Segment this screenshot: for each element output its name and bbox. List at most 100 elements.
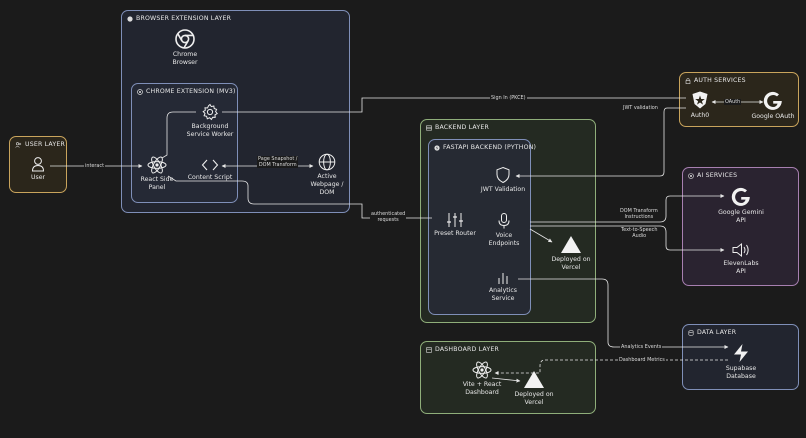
- background-worker-label-1: Background: [191, 123, 229, 130]
- content-script-node[interactable]: Content Script: [187, 158, 233, 182]
- voice-endpoints-label-1: Voice: [495, 232, 513, 239]
- elevenlabs-node[interactable]: ElevenLabs API: [716, 242, 766, 276]
- browser-layer-title: BROWSER EXTENSION LAYER: [136, 15, 232, 22]
- fastapi-icon: [434, 144, 440, 151]
- chrome-browser-label-1: Chrome: [172, 51, 198, 58]
- google-icon: [731, 187, 750, 206]
- label-jwt-validation: JWT validation: [622, 105, 659, 111]
- supabase-node[interactable]: Supabase Database: [718, 343, 764, 381]
- vite-react-dashboard-label-2: Dashboard: [465, 389, 499, 396]
- react-icon: [472, 361, 492, 379]
- background-worker-label-2: Service Worker: [186, 131, 234, 138]
- edge-authenticated-requests: [167, 175, 432, 219]
- elevenlabs-label-1: ElevenLabs: [723, 260, 759, 267]
- chrome-browser-node[interactable]: Chrome Browser: [165, 29, 205, 67]
- google-oauth-node[interactable]: Google OAuth: [748, 91, 798, 121]
- code-icon: [201, 159, 219, 171]
- dashboard-layer-group: DASHBOARD LAYER: [420, 341, 596, 414]
- active-webpage-label-1: Active: [317, 173, 337, 180]
- deployed-vercel-dashboard-label-1: Deployed on: [514, 391, 554, 398]
- auth-services-title: AUTH SERVICES: [694, 77, 746, 84]
- label-text-to-speech: Text-to-Speech Audio: [620, 227, 659, 239]
- globe-icon: [318, 153, 336, 171]
- label-interact: interact: [84, 163, 105, 169]
- label-dashboard-metrics: Dashboard Metrics: [618, 357, 666, 363]
- google-gemini-label-2: API: [736, 217, 746, 224]
- supabase-label-1: Supabase: [725, 365, 757, 372]
- supabase-bolt-icon: [734, 344, 748, 362]
- globe-icon: [127, 15, 133, 22]
- label-authenticated-requests: authenticated requests: [370, 211, 407, 223]
- google-gemini-node[interactable]: Google Gemini API: [712, 187, 770, 225]
- voice-endpoints-label-2: Endpoints: [488, 240, 520, 247]
- speaker-icon: [732, 242, 749, 258]
- edge-text-to-speech: [530, 225, 725, 252]
- react-side-panel-node[interactable]: React Side Panel: [137, 156, 177, 192]
- data-layer-title: DATA LAYER: [697, 329, 737, 336]
- backend-layer-title: BACKEND LAYER: [435, 124, 489, 131]
- database-icon: [688, 329, 694, 336]
- supabase-label-2: Database: [726, 373, 756, 380]
- auth0-label: Auth0: [690, 112, 710, 119]
- voice-endpoints-node[interactable]: Voice Endpoints: [484, 212, 524, 248]
- ai-services-title: AI SERVICES: [697, 172, 738, 179]
- chrome-extension-title: CHROME EXTENSION (MV3): [146, 88, 236, 95]
- preset-router-label: Preset Router: [434, 230, 476, 237]
- user-layer-group: USER LAYER: [9, 136, 67, 193]
- analytics-service-label-1: Analytics: [488, 287, 518, 294]
- deployed-vercel-backend-label-2: Vercel: [561, 264, 581, 271]
- chrome-icon: [175, 29, 195, 49]
- edge-dom-transform: [530, 194, 725, 223]
- users-icon: [15, 141, 22, 148]
- auth0-shield-icon: [692, 91, 708, 109]
- edge-panel-background: [161, 111, 196, 159]
- background-worker-node[interactable]: Background Service Worker: [185, 103, 235, 139]
- elevenlabs-label-2: API: [736, 268, 746, 275]
- person-icon: [31, 157, 45, 172]
- label-oauth: OAuth: [724, 99, 742, 105]
- chrome-mini-icon: [137, 88, 143, 95]
- edge-analytics-events: [518, 278, 729, 349]
- chrome-extension-group: CHROME EXTENSION (MV3): [131, 83, 238, 203]
- google-oauth-label: Google OAuth: [751, 113, 795, 120]
- chrome-browser-label-2: Browser: [172, 59, 198, 66]
- fastapi-backend-group: FASTAPI BACKEND (PYTHON): [428, 139, 536, 315]
- active-webpage-node[interactable]: Active Webpage / DOM: [307, 153, 347, 197]
- auth0-node[interactable]: Auth0: [686, 90, 714, 120]
- label-dom-transform: DOM Transform Instructions: [619, 208, 659, 220]
- user-node[interactable]: User: [18, 156, 58, 182]
- sliders-icon: [447, 213, 463, 227]
- edge-dashboard-vercel: [491, 377, 521, 383]
- edge-sign-in: [222, 97, 686, 113]
- label-analytics-events: Analytics Events: [620, 344, 663, 350]
- active-webpage-label-3: DOM: [319, 189, 335, 196]
- vercel-triangle-icon: [524, 371, 544, 388]
- microphone-icon: [498, 213, 510, 229]
- react-icon: [147, 156, 167, 174]
- analytics-service-label-2: Service: [491, 295, 515, 302]
- deployed-vercel-dashboard-node[interactable]: Deployed on Vercel: [512, 370, 556, 407]
- preset-router-node[interactable]: Preset Router: [432, 212, 478, 238]
- label-page-snapshot: Page Snapshot / DOM Transform: [257, 156, 299, 168]
- ai-chip-icon: [688, 172, 694, 179]
- label-sign-in: Sign In (PKCE): [490, 95, 527, 101]
- lock-icon: [685, 77, 691, 84]
- bar-chart-icon: [498, 273, 508, 284]
- jwt-validation-node[interactable]: JWT Validation: [480, 166, 526, 194]
- deployed-vercel-backend-label-1: Deployed on: [551, 256, 591, 263]
- gear-icon: [202, 103, 218, 121]
- user-label: User: [30, 174, 46, 181]
- vite-react-dashboard-label-1: Vite + React: [462, 381, 502, 388]
- edge-dashboard-metrics: [494, 359, 728, 375]
- google-icon: [763, 91, 782, 110]
- react-side-panel-label-2: Panel: [148, 184, 166, 191]
- vite-react-dashboard-node[interactable]: Vite + React Dashboard: [460, 361, 504, 397]
- deployed-vercel-backend-node[interactable]: Deployed on Vercel: [549, 235, 593, 272]
- ai-services-group: AI SERVICES: [682, 167, 799, 286]
- dashboard-icon: [426, 346, 432, 353]
- edge-jwt-validation: [515, 107, 686, 178]
- active-webpage-label-2: Webpage /: [310, 181, 344, 188]
- analytics-service-node[interactable]: Analytics Service: [483, 271, 523, 303]
- jwt-validation-label: JWT Validation: [480, 186, 526, 193]
- edge-voice-vercel: [529, 228, 553, 243]
